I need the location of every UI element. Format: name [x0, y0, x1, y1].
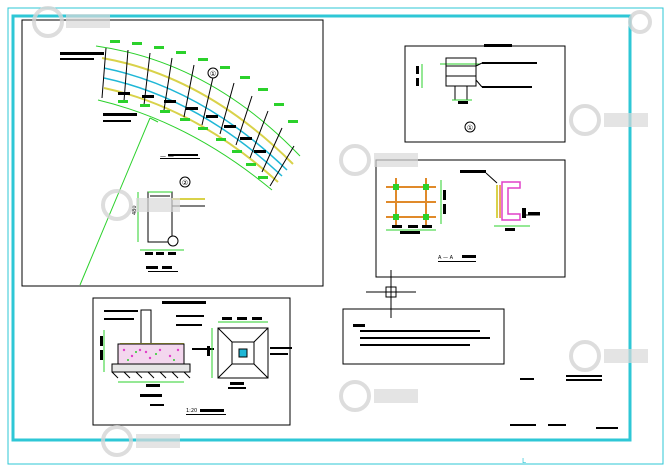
- panel-foundation-detail: 1:20: [92, 297, 292, 426]
- foundation-scale: 1:20: [186, 408, 197, 414]
- panel-notes: [342, 308, 505, 365]
- panel-section-a-a: A — A: [375, 159, 566, 278]
- section-a-a-title: A — A: [438, 255, 454, 261]
- post-layout-plan: [386, 178, 446, 234]
- sheet-border: [7, 7, 664, 465]
- svg-text:— —: — —: [160, 153, 174, 160]
- callout-1-label-b: ①: [467, 124, 473, 132]
- panel-boardwalk-plan: ① — — ② 480: [21, 19, 324, 287]
- callout-2-label: ②: [182, 179, 188, 187]
- dim-480: 480: [132, 205, 138, 215]
- watermark-text-shapes: [66, 14, 648, 448]
- corner-mark: L: [522, 457, 526, 465]
- crosshair-icon: [366, 270, 416, 318]
- footing-plan: [207, 317, 292, 389]
- logo-watermark-icon: [32, 6, 652, 457]
- callout-1-label: ①: [210, 70, 216, 78]
- channel-section: [460, 170, 540, 231]
- panel-detail-1: ①: [404, 44, 566, 143]
- title-block-text: [510, 375, 618, 429]
- section-1-1-detail: ② 480: [132, 176, 205, 272]
